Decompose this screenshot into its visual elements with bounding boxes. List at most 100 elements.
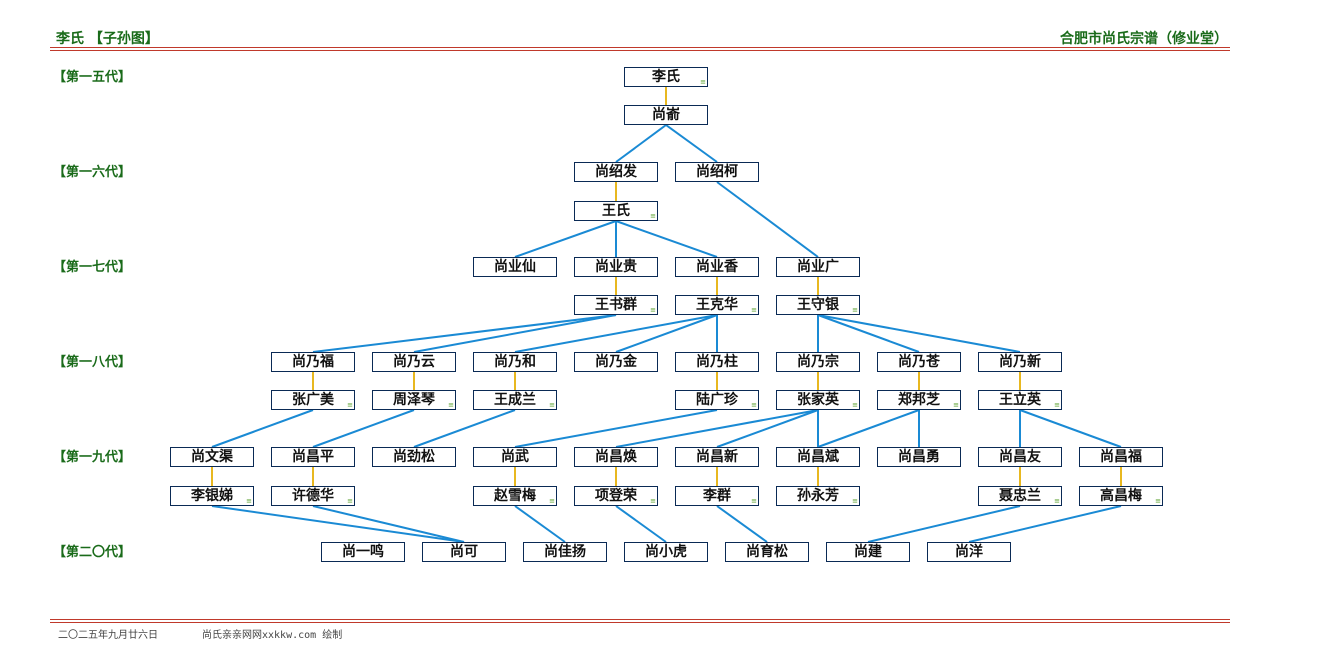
person-node[interactable]: 王立英 ≡ — [978, 390, 1062, 410]
link-marker-icon: ≡ — [246, 497, 252, 505]
person-name: 尚劲松 — [393, 449, 435, 465]
person-name: 尚乃新 — [999, 354, 1041, 370]
person-node[interactable]: 孙永芳≡ — [776, 486, 860, 506]
person-node[interactable]: 尚乃云 — [372, 352, 456, 372]
person-name: 聂忠兰 — [999, 488, 1041, 504]
person-name: 尚业仙 — [494, 259, 536, 275]
bottom-rule — [50, 619, 1230, 620]
person-name: 尚佳扬 — [544, 544, 586, 560]
person-name: 尚乃金 — [595, 354, 637, 370]
person-name: 尚昌平 — [292, 449, 334, 465]
person-node[interactable]: 陆广珍≡ — [675, 390, 759, 410]
person-node[interactable]: 尚育松 — [725, 542, 809, 562]
descent-link — [413, 409, 516, 448]
person-node[interactable]: 王成兰≡ — [473, 390, 557, 410]
person-node[interactable]: 尚昌斌 — [776, 447, 860, 467]
person-name: 尚洋 — [955, 544, 983, 560]
person-node[interactable]: 高昌梅≡ — [1079, 486, 1163, 506]
person-node[interactable]: 尚乃宗 — [776, 352, 860, 372]
person-node[interactable]: 尚洋 — [927, 542, 1011, 562]
person-node[interactable]: 李群≡ — [675, 486, 759, 506]
descent-link — [413, 314, 617, 353]
descent-link — [514, 314, 718, 353]
person-node[interactable]: 尚一鸣 — [321, 542, 405, 562]
person-node[interactable]: 尚建 — [826, 542, 910, 562]
person-node[interactable]: 尚昌新 — [675, 447, 759, 467]
person-name: 尚昌新 — [696, 449, 738, 465]
person-name: 尚昌福 — [1100, 449, 1142, 465]
person-node[interactable]: 尚乃金 — [574, 352, 658, 372]
person-node[interactable]: 尚佳扬 — [523, 542, 607, 562]
descent-link — [211, 505, 465, 543]
person-node[interactable]: 尚昌平 — [271, 447, 355, 467]
person-name: 李氏 — [652, 69, 680, 85]
person-node[interactable]: 李氏≡ — [624, 67, 708, 87]
person-node[interactable]: 尚嵛 — [624, 105, 708, 125]
person-node[interactable]: 张家英≡ — [776, 390, 860, 410]
person-node[interactable]: 王守银≡ — [776, 295, 860, 315]
person-node[interactable]: 尚昌友 — [978, 447, 1062, 467]
link-marker-icon: ≡ — [347, 497, 353, 505]
person-name: 尚绍柯 — [696, 164, 738, 180]
person-name: 李银娣 — [191, 488, 233, 504]
person-node[interactable]: 王氏≡ — [574, 201, 658, 221]
person-node[interactable]: 尚乃新 — [978, 352, 1062, 372]
person-node[interactable]: 张广美≡ — [271, 390, 355, 410]
person-node[interactable]: 赵雪梅≡ — [473, 486, 557, 506]
person-node[interactable]: 尚业仙 — [473, 257, 557, 277]
person-node[interactable]: 王克华≡ — [675, 295, 759, 315]
person-node[interactable]: 尚绍发 — [574, 162, 658, 182]
generation-label-17: 【第一七代】 — [53, 260, 132, 275]
link-marker-icon: ≡ — [852, 401, 858, 409]
person-node[interactable]: 李银娣 ≡ — [170, 486, 254, 506]
person-name: 尚嵛 — [652, 107, 680, 123]
person-node[interactable]: 周泽琴≡ — [372, 390, 456, 410]
person-node[interactable]: 尚乃苍 — [877, 352, 961, 372]
person-node[interactable]: 尚乃柱 — [675, 352, 759, 372]
person-node[interactable]: 尚小虎 — [624, 542, 708, 562]
person-node[interactable]: 尚绍柯 — [675, 162, 759, 182]
descent-link — [1019, 409, 1122, 448]
link-marker-icon: ≡ — [1054, 401, 1060, 409]
person-node[interactable]: 尚业香 — [675, 257, 759, 277]
person-node[interactable]: 尚劲松 — [372, 447, 456, 467]
person-node[interactable]: 尚昌勇 — [877, 447, 961, 467]
descent-link — [665, 124, 718, 163]
person-name: 王立英 — [999, 392, 1041, 408]
descent-link — [867, 505, 1021, 543]
descent-link — [615, 505, 667, 543]
person-node[interactable]: 尚乃和 — [473, 352, 557, 372]
link-marker-icon: ≡ — [650, 212, 656, 220]
person-name: 尚乃宗 — [797, 354, 839, 370]
person-name: 尚乃云 — [393, 354, 435, 370]
person-node[interactable]: 尚乃福 — [271, 352, 355, 372]
link-marker-icon: ≡ — [751, 306, 757, 314]
person-node[interactable]: 王书群≡ — [574, 295, 658, 315]
descent-link — [615, 124, 667, 163]
person-node[interactable]: 聂忠兰≡ — [978, 486, 1062, 506]
person-node[interactable]: 尚业广 — [776, 257, 860, 277]
person-node[interactable]: 郑邦芝≡ — [877, 390, 961, 410]
person-node[interactable]: 尚武 — [473, 447, 557, 467]
person-node[interactable]: 许德华≡ — [271, 486, 355, 506]
person-node[interactable]: 尚昌福 — [1079, 447, 1163, 467]
link-marker-icon: ≡ — [1155, 497, 1161, 505]
person-name: 尚昌斌 — [797, 449, 839, 465]
person-node[interactable]: 尚昌焕 — [574, 447, 658, 467]
descent-link — [817, 314, 1021, 353]
descent-link — [514, 409, 718, 448]
generation-label-18: 【第一八代】 — [53, 355, 132, 370]
person-name: 郑邦芝 — [898, 392, 940, 408]
person-node[interactable]: 尚可 — [422, 542, 506, 562]
person-node[interactable]: 尚业贵 — [574, 257, 658, 277]
footer-date: 二〇二五年九月廿六日 — [58, 630, 158, 641]
descent-link — [615, 220, 718, 258]
descent-link — [716, 409, 819, 448]
link-marker-icon: ≡ — [650, 497, 656, 505]
person-node[interactable]: 尚文渠 — [170, 447, 254, 467]
person-name: 尚乃和 — [494, 354, 536, 370]
person-node[interactable]: 项登荣≡ — [574, 486, 658, 506]
link-marker-icon: ≡ — [650, 306, 656, 314]
person-name: 李群 — [703, 488, 731, 504]
